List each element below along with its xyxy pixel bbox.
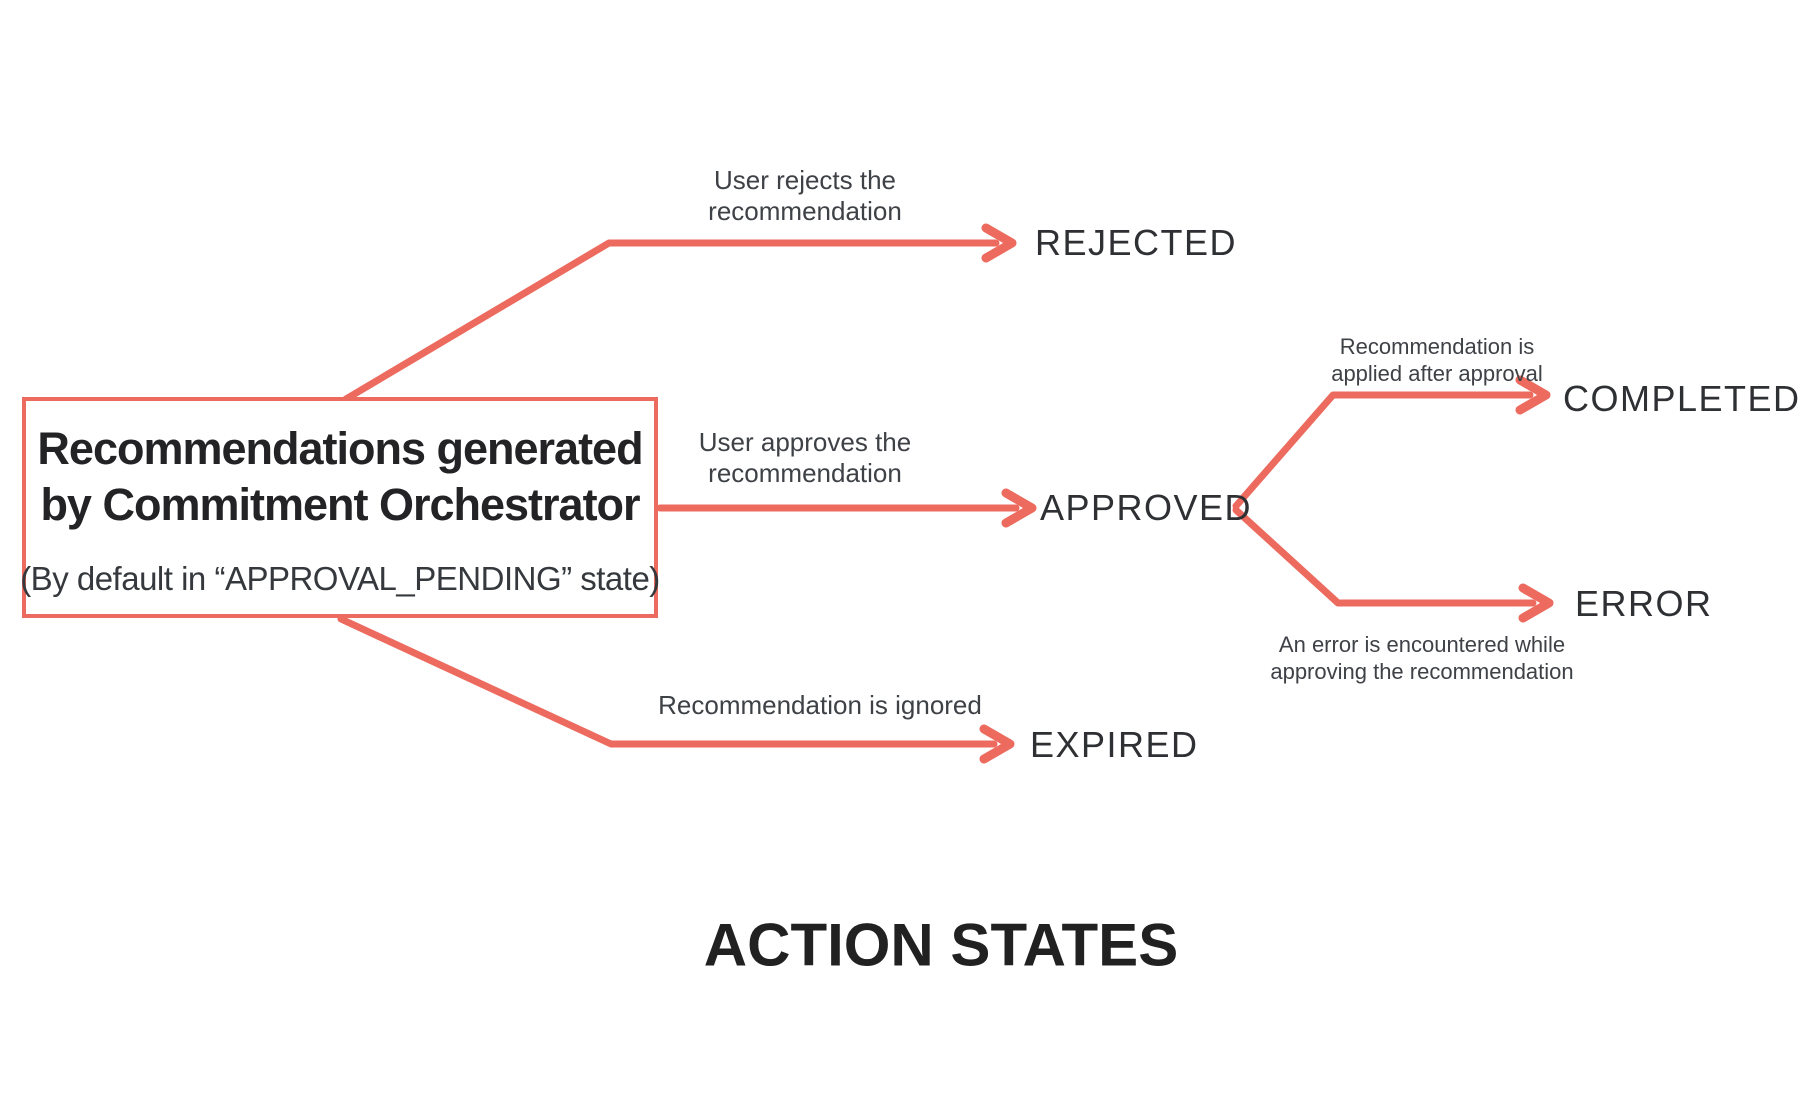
state-label-completed: COMPLETED [1563, 378, 1801, 419]
state-label-rejected: REJECTED [1035, 222, 1238, 263]
condition-error: An error is encountered while approving … [1267, 631, 1577, 685]
arrow-approved [656, 488, 1037, 528]
state-label-approved: APPROVED [1040, 487, 1253, 528]
source-state-title: Recommendations generated by Commitment … [37, 421, 643, 533]
condition-expired: Recommendation is ignored [650, 690, 990, 721]
state-label-expired: EXPIRED [1030, 724, 1199, 765]
source-title-line1: Recommendations generated [37, 423, 643, 474]
arrow-expired [337, 615, 1015, 764]
source-title-line2: by Commitment Orchestrator [40, 479, 640, 530]
arrow-completed [1232, 375, 1551, 510]
source-state-box: Recommendations generated by Commitment … [20, 397, 660, 618]
condition-approved-line1: User approves the [698, 427, 912, 457]
condition-completed-line1: Recommendation is [1339, 334, 1535, 359]
condition-completed-line2: applied after approval [1331, 361, 1543, 386]
arrow-error [1232, 506, 1554, 623]
source-state-subtitle: (By default in “APPROVAL_PENDING” state) [20, 560, 660, 597]
condition-error-line1: An error is encountered while [1278, 632, 1566, 657]
diagram-title: ACTION STATES [703, 911, 1179, 979]
condition-rejected-line1: User rejects the [713, 165, 897, 195]
condition-approved-line2: recommendation [708, 458, 902, 488]
condition-completed: Recommendation is applied after approval [1292, 333, 1582, 387]
condition-rejected-line2: recommendation [708, 196, 902, 226]
state-label-error: ERROR [1575, 583, 1713, 624]
condition-expired-line1: Recommendation is ignored [658, 690, 982, 720]
condition-error-line2: approving the recommendation [1270, 659, 1574, 684]
arrow-rejected [342, 223, 1017, 403]
condition-approved: User approves the recommendation [660, 427, 950, 489]
condition-rejected: User rejects the recommendation [660, 165, 950, 227]
